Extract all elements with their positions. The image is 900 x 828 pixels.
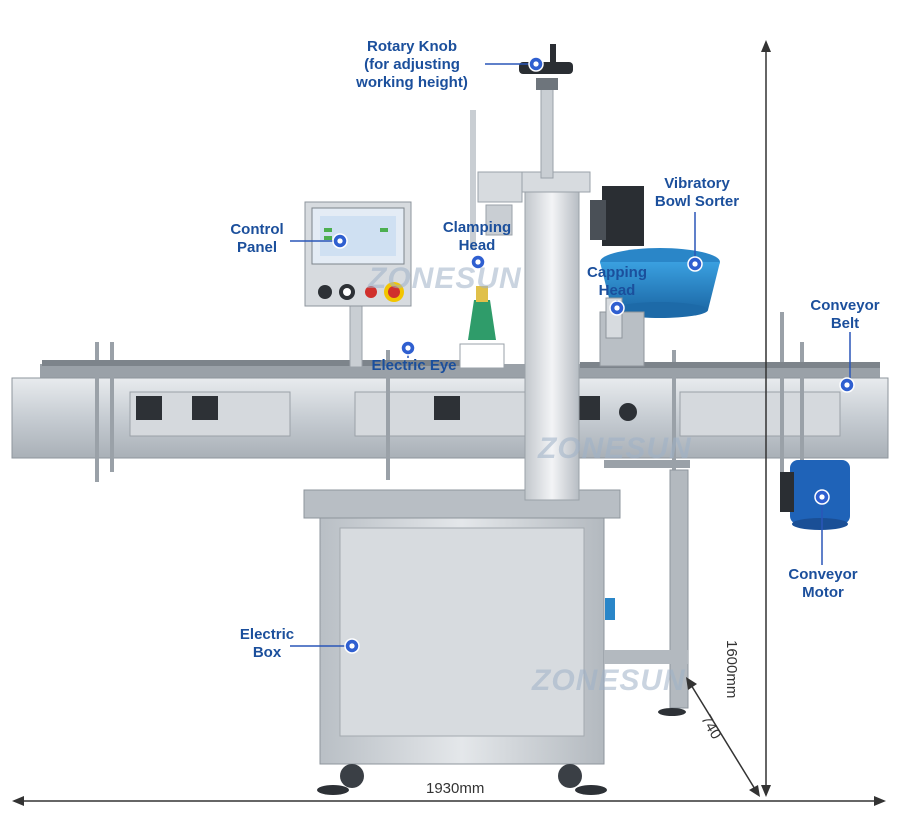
marker-conveyor-motor bbox=[814, 489, 830, 505]
marker-electric-eye bbox=[400, 340, 416, 356]
label-rotary-knob-line2: (for adjusting bbox=[364, 56, 460, 73]
conveyor bbox=[11, 312, 889, 482]
label-conveyor-belt-line2: Belt bbox=[830, 315, 860, 332]
label-conveyor-belt-line1: Conveyor bbox=[810, 297, 880, 314]
control-panel bbox=[304, 201, 412, 368]
watermark-2: ZONESUN bbox=[538, 432, 692, 465]
label-rotary-knob: Rotary Knob (for adjusting working heigh… bbox=[340, 38, 484, 92]
marker-conveyor-belt bbox=[839, 377, 855, 393]
label-electric-box-line1: Electric bbox=[239, 626, 295, 643]
label-vibratory-bowl-sorter: Vibratory Bowl Sorter bbox=[644, 175, 750, 211]
label-conveyor-belt: Conveyor Belt bbox=[800, 297, 890, 333]
marker-electric-box bbox=[344, 638, 360, 654]
label-capping-head: Capping Head bbox=[574, 264, 660, 300]
label-vibratory-line2: Bowl Sorter bbox=[654, 193, 740, 210]
label-control-panel-line2: Panel bbox=[236, 239, 278, 256]
marker-vibratory-bowl bbox=[687, 256, 703, 272]
watermark-3: ZONESUN bbox=[532, 664, 686, 697]
dimension-lines bbox=[12, 40, 886, 806]
label-rotary-knob-line3: working height) bbox=[356, 74, 468, 91]
electric-cabinet bbox=[303, 460, 690, 795]
label-electric-eye: Electric Eye bbox=[360, 357, 468, 375]
label-clamping-head: Clamping Head bbox=[432, 219, 522, 255]
label-conveyor-motor-line1: Conveyor bbox=[788, 566, 858, 583]
label-capping-head-line2: Head bbox=[598, 282, 636, 299]
label-electric-eye-text: Electric Eye bbox=[371, 357, 457, 374]
marker-clamping-head bbox=[470, 254, 486, 270]
label-electric-box-line2: Box bbox=[252, 644, 282, 661]
main-column bbox=[459, 44, 591, 501]
label-control-panel: Control Panel bbox=[222, 221, 292, 257]
label-conveyor-motor-line2: Motor bbox=[802, 584, 844, 601]
marker-control-panel bbox=[332, 233, 348, 249]
marker-rotary-knob bbox=[528, 56, 544, 72]
label-conveyor-motor: Conveyor Motor bbox=[778, 566, 868, 602]
dimension-width: 1930mm bbox=[426, 780, 485, 797]
label-rotary-knob-line1: Rotary Knob bbox=[367, 38, 457, 55]
marker-capping-head bbox=[609, 300, 625, 316]
label-capping-head-line1: Capping bbox=[587, 264, 647, 281]
label-clamping-head-line2: Head bbox=[458, 237, 496, 254]
label-vibratory-line1: Vibratory bbox=[664, 175, 730, 192]
callout-markers bbox=[332, 56, 855, 654]
label-electric-box: Electric Box bbox=[230, 626, 304, 662]
label-clamping-head-line1: Clamping bbox=[442, 219, 512, 236]
label-control-panel-line1: Control bbox=[230, 221, 284, 238]
dimension-height: 1600mm bbox=[723, 640, 740, 699]
watermark-1: ZONESUN bbox=[368, 262, 522, 295]
